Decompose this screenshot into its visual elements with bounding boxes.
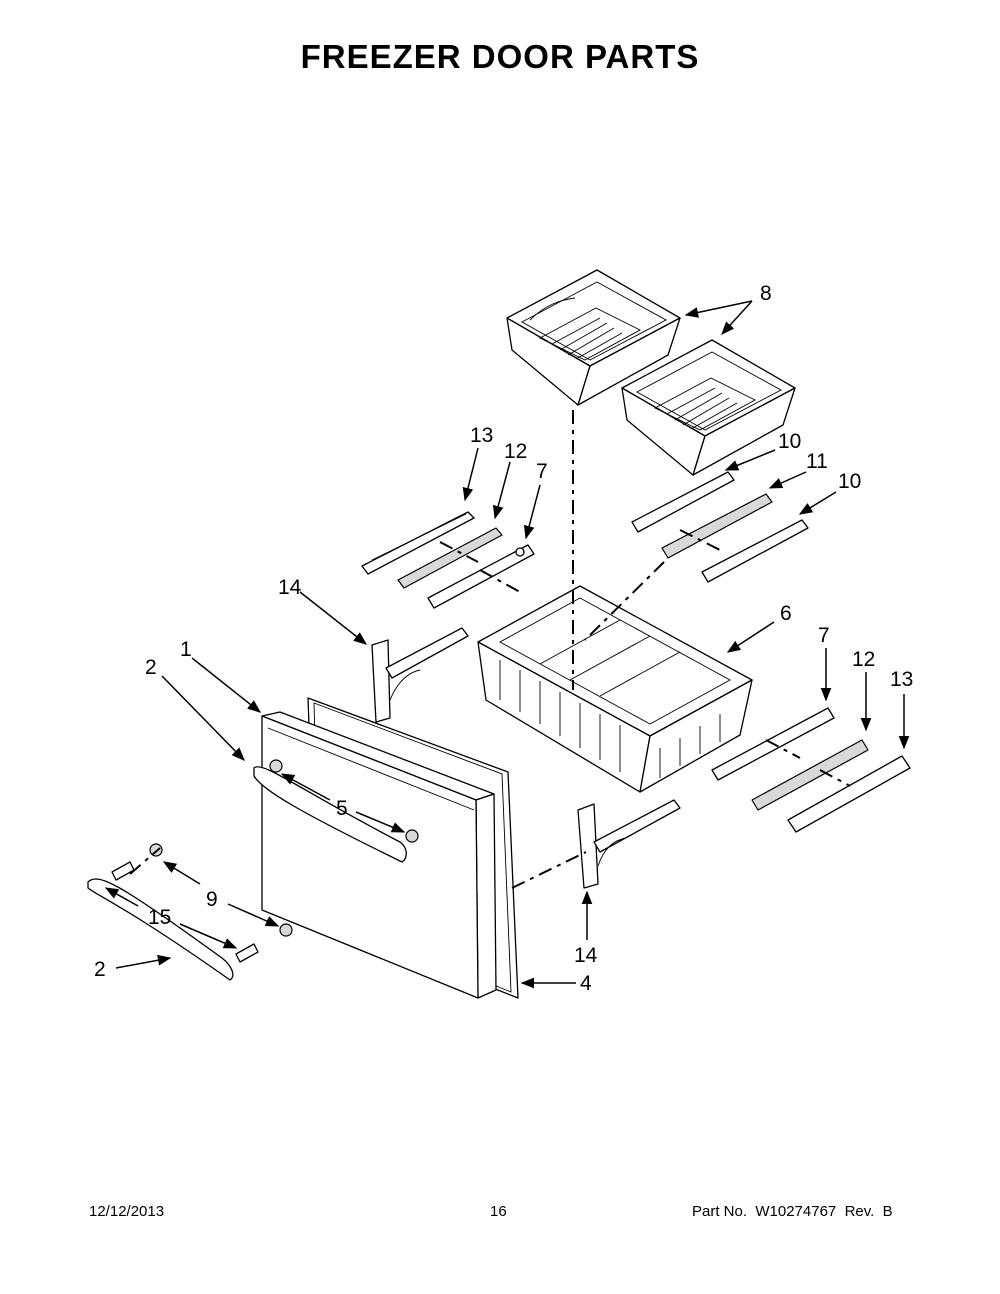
- callout-14-upper: 14: [278, 576, 302, 599]
- rail-11-top: [661, 493, 773, 559]
- callout-13-bottom: 13: [890, 668, 913, 691]
- callout-15: 15: [148, 906, 171, 929]
- page-title: FREEZER DOOR PARTS: [300, 38, 700, 75]
- drawer-handle-lower: [87, 878, 234, 981]
- callout-2-upper: 2: [145, 656, 157, 679]
- assembly-lines: [129, 410, 851, 889]
- callout-12-bottom: 12: [852, 648, 875, 671]
- callout-13-top: 13: [470, 424, 493, 447]
- callout-9: 9: [206, 888, 218, 911]
- rail-13-bottom: [787, 755, 911, 833]
- rail-10-top-left: [631, 471, 735, 533]
- callout-4: 4: [580, 972, 592, 995]
- callout-12-top: 12: [504, 440, 527, 463]
- rail-10-top-right: [701, 519, 809, 583]
- rail-12-bottom: [751, 739, 869, 811]
- footer-part-number: Part No. W10274767 Rev. B: [692, 1203, 893, 1220]
- callout-11: 11: [806, 450, 828, 473]
- callout-10-top-right: 10: [838, 470, 861, 493]
- callout-6: 6: [780, 602, 792, 625]
- callout-numbers: 8 13 12 7 10 11 10 14 6 1 7 2 12 13 5 9 …: [94, 282, 913, 995]
- footer-page-number: 16: [490, 1203, 507, 1220]
- callout-1: 1: [180, 638, 192, 661]
- callout-14-lower: 14: [574, 944, 598, 967]
- callout-8: 8: [760, 282, 772, 305]
- rail-13-top: [361, 511, 475, 575]
- rail-7-top: [427, 544, 535, 609]
- upper-tray-basket-left: [506, 269, 681, 406]
- callout-2-lower: 2: [94, 958, 106, 981]
- callout-7-bottom: 7: [818, 624, 830, 647]
- upper-tray-basket-right: [621, 339, 796, 476]
- leader-lines: [104, 300, 910, 989]
- handle-stud-upper: [111, 843, 163, 881]
- bracket-14-lower: [577, 799, 681, 889]
- freezer-door: [261, 711, 497, 999]
- callout-5: 5: [336, 797, 348, 820]
- callout-10-top-left: 10: [778, 430, 801, 453]
- callout-7-top: 7: [536, 460, 548, 483]
- handle-stud-lower: [235, 923, 293, 963]
- footer-date: 12/12/2013: [89, 1203, 165, 1220]
- rail-12-top: [397, 527, 503, 589]
- freezer-basket: [477, 585, 753, 793]
- bracket-14-upper: [371, 627, 469, 723]
